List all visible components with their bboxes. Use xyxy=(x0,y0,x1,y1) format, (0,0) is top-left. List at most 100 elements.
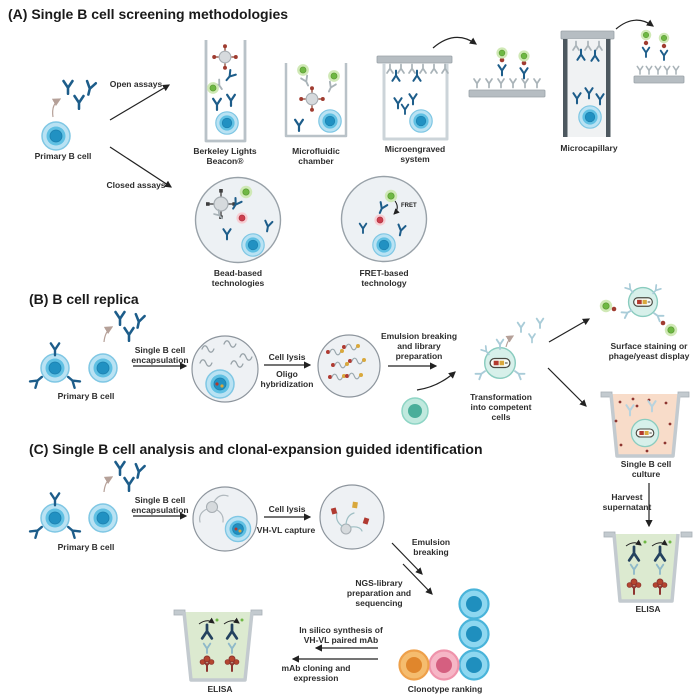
well-flange xyxy=(680,531,693,538)
emulsion-breaking-arrow xyxy=(391,542,423,575)
label-fret-based-technology: FRET-based technology xyxy=(359,268,409,289)
b-cell-icon xyxy=(88,503,118,533)
microfluidic-chamber-well xyxy=(284,63,348,138)
antibody-icon xyxy=(123,326,135,343)
label-primary-b-cell-a: Primary B cell xyxy=(34,151,92,161)
mrna-dot xyxy=(215,382,219,386)
capture-strand xyxy=(335,512,343,527)
b-cell-icon xyxy=(241,233,265,257)
antibody-icon xyxy=(64,522,82,540)
well-walls xyxy=(284,63,348,138)
green-dot xyxy=(215,618,219,622)
green-dot xyxy=(240,618,244,622)
competent-cell-icon xyxy=(631,419,658,446)
antibody-icon xyxy=(485,78,493,89)
antibody-icon xyxy=(131,312,146,330)
label-single-b-cell-encapsulation-c: Single B cell encapsulation xyxy=(131,495,189,516)
well-walls xyxy=(382,63,449,141)
b-cell-icon xyxy=(372,233,396,257)
label-microcapillary: Microcapillary xyxy=(560,143,618,153)
single-b-cell-culture-well xyxy=(600,391,690,458)
label-open-assays: Open assays xyxy=(109,79,163,89)
antibody-icon xyxy=(49,492,61,507)
antibody-icon xyxy=(114,460,126,477)
antibody-icon xyxy=(672,65,680,75)
capture-bead-icon xyxy=(205,500,219,514)
primary-b-cell-a xyxy=(41,79,98,151)
droplet-circle xyxy=(319,484,385,550)
capture-strand xyxy=(350,526,363,532)
surface-staining-cell xyxy=(599,283,678,337)
label-microengraved-system: Microengraved system xyxy=(384,144,446,165)
green-fluorophore-icon xyxy=(384,189,398,203)
red-fluorophore-icon xyxy=(236,212,248,224)
label-single-b-cell-culture: Single B cell culture xyxy=(620,459,672,480)
green-dot xyxy=(668,540,672,544)
secretion-arrow xyxy=(51,98,62,118)
b-cell-icon xyxy=(88,353,118,383)
clonotype-pink-cell xyxy=(428,649,460,681)
panel-c-art xyxy=(28,460,490,682)
antibody-icon xyxy=(509,78,517,89)
antigen-dot xyxy=(660,320,666,326)
antibody-icon xyxy=(49,342,61,357)
b-cell-icon xyxy=(224,515,252,543)
open-assays-arrow xyxy=(109,84,171,121)
b-cell-icon xyxy=(409,109,433,133)
capture-plate-microcapillary xyxy=(633,29,685,84)
bead-based-droplet xyxy=(194,176,282,264)
clonotype-blue-cell xyxy=(458,618,490,650)
antibody-icon xyxy=(408,93,418,106)
antigen-dot xyxy=(643,40,649,46)
b-cell-icon xyxy=(205,369,235,399)
elisa-well-b xyxy=(603,531,693,603)
label-ngs-library: NGS-library preparation and sequencing xyxy=(346,578,412,609)
label-elisa-b: ELISA xyxy=(635,604,661,614)
vh-tag xyxy=(362,517,370,525)
well-body xyxy=(182,611,254,682)
droplet-circle xyxy=(317,334,381,398)
antibody-icon xyxy=(64,372,82,390)
transfer-arrow xyxy=(615,19,654,30)
plate-bar xyxy=(633,75,685,84)
label-emulsion-breaking-library: Emulsion breaking and library preparatio… xyxy=(380,331,458,362)
fret-based-droplet xyxy=(340,175,428,263)
capture-plate-microengraved xyxy=(468,47,546,98)
antibody-icon xyxy=(535,317,545,329)
antibody-icon xyxy=(519,67,529,80)
label-cell-lysis-b: Cell lysis xyxy=(268,352,306,362)
antibody-icon xyxy=(293,118,305,132)
label-primary-b-cell-c: Primary B cell xyxy=(57,542,115,552)
capture-strand xyxy=(216,509,224,523)
antibody-icon xyxy=(397,63,405,74)
antibody-icon xyxy=(516,321,526,333)
well-walls xyxy=(204,40,247,143)
antibody-icon xyxy=(73,94,85,111)
antibody-icon xyxy=(419,63,427,74)
label-harvest-supernatant: Harvest supernatant xyxy=(602,492,652,513)
competent-cell-icon xyxy=(485,348,516,379)
to-culture-arrow xyxy=(547,367,587,407)
microengraved-system-well xyxy=(376,55,453,141)
b-cell-icon xyxy=(318,109,342,133)
binding-arrow xyxy=(625,539,642,547)
green-fluorophore-icon xyxy=(599,299,613,313)
cap xyxy=(560,30,615,40)
antibody-icon xyxy=(533,78,541,89)
green-fluorophore-icon xyxy=(664,323,678,337)
antibody-icon xyxy=(28,522,46,540)
droplet-2-c xyxy=(319,484,385,550)
antigen-dot xyxy=(499,57,505,63)
well-body xyxy=(612,533,680,603)
antibody-icon xyxy=(528,333,536,344)
panel-a-title: (A) Single B cell screening methodologie… xyxy=(8,6,289,22)
antibody-icon xyxy=(474,367,488,381)
antibody-icon xyxy=(393,97,403,110)
antibody-icon xyxy=(473,78,481,89)
clonotype-blue-cell xyxy=(458,588,490,620)
antibody-icon xyxy=(654,65,662,75)
label-fret-tag: FRET xyxy=(401,203,417,209)
antibody-icon xyxy=(430,63,438,74)
